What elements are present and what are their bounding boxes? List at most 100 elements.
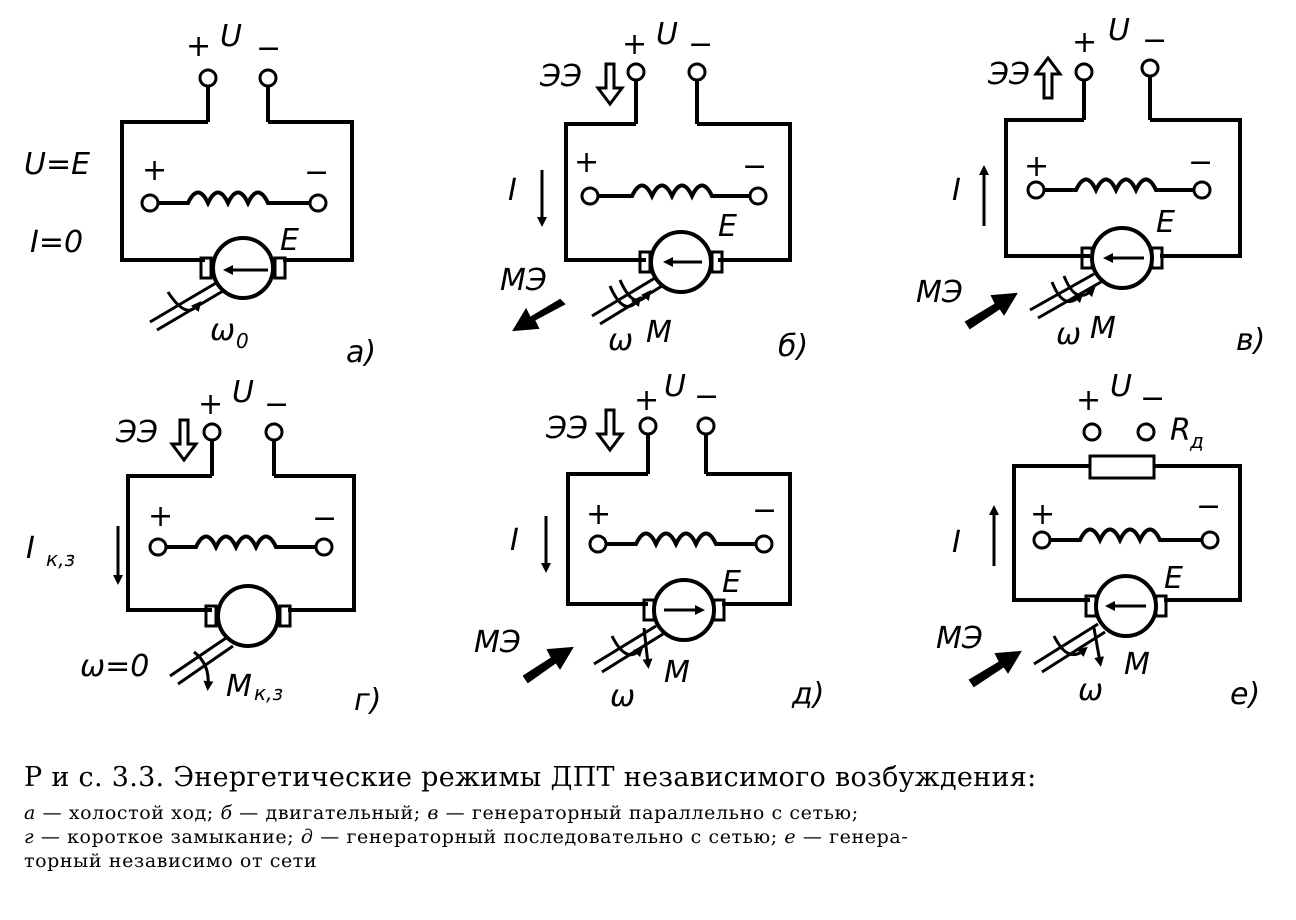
torque-label: M — [646, 315, 672, 350]
emf-label: E — [718, 209, 737, 244]
circuit-loop — [120, 120, 208, 262]
current-sub: к,з — [46, 547, 75, 571]
circuit-loop — [1012, 464, 1090, 602]
caption-key-d: д — [300, 826, 314, 848]
ee-label: ЭЭ — [545, 411, 588, 446]
ee-label: ЭЭ — [987, 57, 1030, 92]
caption-key-e: е — [784, 826, 797, 848]
torque-sub: к,з — [254, 681, 283, 705]
panel-d — [522, 408, 792, 684]
omega-label: ω — [608, 323, 633, 358]
ee-label: ЭЭ — [115, 415, 158, 450]
me-label: МЭ — [500, 263, 547, 298]
me-arrow — [964, 292, 1018, 330]
plus-sign: + — [1072, 25, 1097, 60]
omega-sub: 0 — [236, 329, 249, 353]
omega-label: ω — [1078, 673, 1103, 708]
caption-text-g: — короткое замыкание; — [34, 826, 301, 848]
ee-arrow — [169, 418, 199, 463]
minus-sign: − — [688, 27, 713, 62]
me-arrow — [968, 650, 1022, 688]
circuit-diagrams: + U − U=E I=0 + − E ω 0 а) ЭЭ + U − + − … — [24, 13, 1265, 718]
resistor-label: R — [1170, 413, 1191, 448]
panel-label-v: в) — [1236, 323, 1265, 358]
emf-label: E — [1156, 205, 1175, 240]
field-plus: + — [586, 497, 611, 532]
minus-sign: − — [1142, 23, 1167, 58]
minus-sign: − — [256, 31, 281, 66]
caption-line-1: а — холостой ход; б — двигательный; в — … — [24, 801, 1274, 825]
field-winding — [158, 190, 310, 208]
caption-key-v: в — [427, 802, 440, 824]
circuit-loop — [126, 474, 212, 612]
figure-caption: Р и с. 3.3. Энергетические режимы ДПТ не… — [24, 762, 1274, 873]
resistor — [1088, 454, 1156, 480]
armature — [211, 236, 275, 300]
panel-label-a: а) — [346, 335, 376, 370]
terminal-minus — [258, 68, 278, 88]
circuit-loop — [566, 472, 648, 606]
caption-text-a: — холостой ход; — [35, 802, 221, 824]
field-plus: + — [1024, 149, 1049, 184]
plus-sign: + — [622, 27, 647, 62]
voltage-label: U — [232, 375, 254, 410]
field-winding — [1044, 177, 1194, 195]
field-winding — [1050, 527, 1202, 545]
caption-line-3: торный независимо от сети — [24, 850, 318, 872]
caption-text-e: — генера- — [796, 826, 909, 848]
field-minus: − — [742, 149, 767, 184]
current-label: I — [510, 523, 519, 558]
terminal-plus — [198, 68, 218, 88]
ee-label: ЭЭ — [539, 59, 582, 94]
resistor-sub: д — [1189, 429, 1204, 453]
u-equals-e-label: U=E — [24, 147, 90, 182]
current-label: I — [508, 173, 517, 208]
me-arrow — [512, 298, 566, 332]
voltage-label: U — [664, 369, 686, 404]
omega-zero-label: ω=0 — [80, 649, 149, 684]
me-label: МЭ — [936, 621, 983, 656]
caption-text-v: — генераторный параллельно с сетью; — [439, 802, 859, 824]
panel-e — [968, 422, 1242, 688]
caption-title: Р и с. 3.3. Энергетические режимы ДПТ не… — [24, 762, 1037, 793]
field-winding — [606, 531, 756, 549]
me-arrow — [522, 646, 574, 684]
short-circuit-current-label: I — [26, 531, 35, 566]
panel-label-e: е) — [1230, 677, 1260, 712]
ee-arrow — [595, 62, 625, 107]
caption-text-b: — двигательный; — [232, 802, 428, 824]
torque-label: M — [1124, 647, 1150, 682]
rotation-arrow — [166, 291, 202, 313]
field-minus: − — [304, 155, 329, 190]
voltage-label: U — [1108, 13, 1130, 48]
plus-sign: + — [186, 29, 211, 64]
short-circuit-torque-label: M — [226, 669, 252, 704]
omega-label: ω — [1056, 317, 1081, 352]
circuit-loop — [564, 122, 646, 262]
field-minus: − — [1196, 489, 1221, 524]
field-plus: + — [574, 145, 599, 180]
omega-label: ω — [610, 679, 635, 714]
field-minus: − — [1188, 145, 1213, 180]
minus-sign: − — [694, 379, 719, 414]
torque-label: M — [1090, 311, 1116, 346]
panel-label-d: д) — [791, 677, 824, 712]
current-label: I — [952, 173, 961, 208]
i-equals-zero-label: I=0 — [30, 225, 83, 260]
minus-sign: − — [264, 387, 289, 422]
emf-label: E — [722, 565, 741, 600]
armature — [216, 584, 280, 648]
ee-arrow — [1033, 55, 1063, 100]
panel-label-g: г) — [354, 683, 381, 718]
me-label: МЭ — [474, 625, 521, 660]
field-minus: − — [312, 501, 337, 536]
current-label: I — [952, 525, 961, 560]
field-winding — [598, 183, 750, 201]
field-plus: + — [1030, 497, 1055, 532]
field-minus: − — [752, 493, 777, 528]
voltage-label: U — [656, 17, 678, 52]
field-winding — [166, 534, 316, 552]
caption-key-a: а — [24, 802, 36, 824]
caption-key-g: г — [24, 826, 35, 848]
plus-sign: + — [634, 383, 659, 418]
